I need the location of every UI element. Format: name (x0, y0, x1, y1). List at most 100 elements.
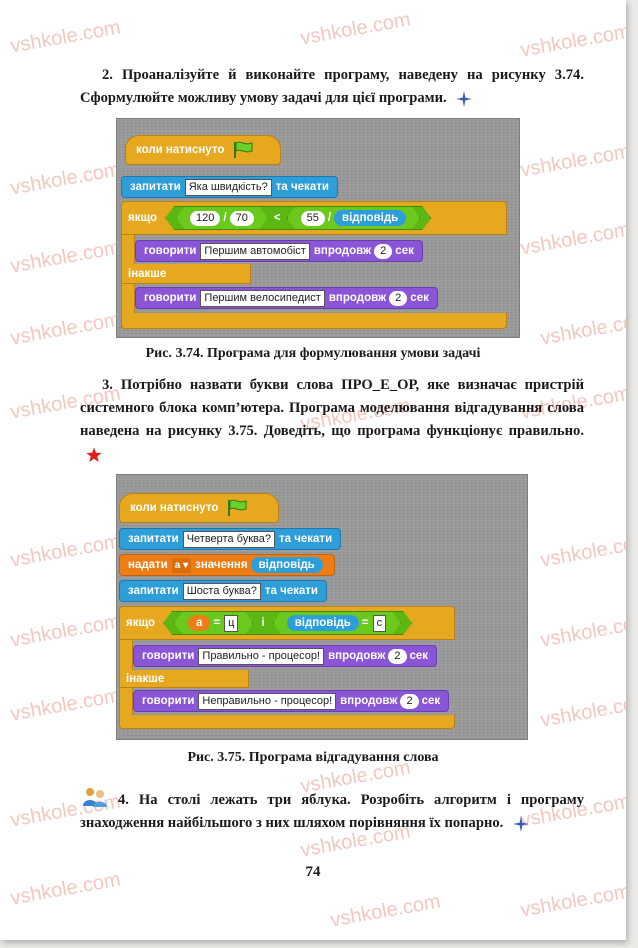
ask-label: запитати (130, 181, 181, 193)
figure-caption-3-74: Рис. 3.74. Програма для формулювання умо… (145, 346, 481, 361)
if-else-block[interactable]: якщо а = ц і відповідь = с (119, 606, 455, 640)
letter-input-2[interactable]: с (373, 615, 387, 632)
page-number: 74 (305, 864, 321, 880)
ask-text-input[interactable]: Яка швидкість? (184, 178, 272, 196)
watermark: vshkole.com (518, 140, 626, 182)
green-flag-icon (234, 141, 253, 158)
hat-label: коли натиснуто (136, 144, 225, 156)
watermark: vshkole.com (8, 16, 123, 58)
watermark: vshkole.com (518, 20, 626, 62)
letter-input-1[interactable]: ц (224, 615, 238, 632)
if-else-block[interactable]: якщо 120 / 70 < 55 / відповідь (121, 201, 507, 235)
equals-operator-2[interactable]: відповідь = с (273, 611, 401, 635)
divide-sign: / (223, 212, 227, 224)
number-70[interactable]: 70 (230, 211, 254, 226)
set-label: надати (128, 559, 168, 571)
green-flag-icon (228, 499, 247, 516)
else-bar: інакше (121, 264, 251, 284)
divide-operator-2[interactable]: 55 / відповідь (287, 206, 421, 230)
secs-input-1[interactable]: 2 (388, 648, 407, 664)
scratch-panel-fig-3-74: коли натиснуто запитати Яка швидкість? т… (116, 118, 520, 338)
less-than-operator[interactable]: 120 / 70 < 55 / відповідь (165, 206, 431, 230)
less-than-sign: < (273, 212, 281, 224)
watermark: vshkole.com (538, 690, 626, 732)
variable-reporter-a[interactable]: а (188, 615, 210, 631)
watermark: vshkole.com (298, 8, 413, 50)
and-wait-label: та чекати (275, 181, 329, 193)
say-for-secs-block-2[interactable]: говорити Неправильно - процесор! впродов… (133, 690, 450, 712)
say-text-input-2[interactable]: Неправильно - процесор! (198, 692, 337, 710)
ask-text-input-2[interactable]: Шоста буква? (182, 582, 261, 600)
when-flag-clicked-block[interactable]: коли натиснуто (119, 493, 279, 523)
for-label: впродовж (340, 695, 398, 707)
answer-reporter[interactable]: відповідь (250, 557, 323, 573)
answer-reporter[interactable]: відповідь (287, 615, 359, 631)
group-work-icon (83, 788, 107, 807)
when-flag-clicked-block[interactable]: коли натиснуто (125, 135, 281, 165)
scratch-panel-fig-3-75: коли натиснуто запитати Четверта буква? … (116, 474, 528, 740)
and-wait-label: та чекати (264, 585, 318, 597)
task-2-body: 2. Проаналізуйте й виконайте програму, н… (80, 67, 584, 106)
for-label: впродовж (328, 650, 386, 662)
secs-input-2[interactable]: 2 (389, 290, 408, 306)
watermark: vshkole.com (518, 880, 626, 922)
divide-operator-1[interactable]: 120 / 70 (176, 206, 268, 230)
watermark: vshkole.com (8, 530, 123, 572)
if-label: якщо (126, 617, 156, 629)
value-label: значення (195, 559, 248, 571)
number-55[interactable]: 55 (301, 211, 325, 226)
ask-label: запитати (128, 585, 179, 597)
for-label: впродовж (313, 245, 372, 257)
star-icon (86, 447, 102, 462)
ask-and-wait-block-2[interactable]: запитати Шоста буква? та чекати (119, 580, 327, 602)
sparkle-icon (456, 90, 473, 107)
say-for-secs-block-2[interactable]: говорити Першим велосипедист впродовж 2 … (135, 287, 438, 309)
ask-and-wait-block[interactable]: запитати Яка швидкість? та чекати (121, 176, 338, 198)
if-else-bottom (121, 313, 507, 329)
for-label: впродовж (328, 292, 387, 304)
watermark: vshkole.com (518, 218, 626, 260)
say-for-secs-block-1[interactable]: говорити Правильно - процесор! впродовж … (133, 645, 438, 667)
secs-input-1[interactable]: 2 (374, 243, 393, 259)
ask-text-input-1[interactable]: Четверта буква? (182, 530, 275, 548)
sec-label: сек (395, 245, 414, 257)
else-label: інакше (126, 672, 165, 685)
say-label: говорити (144, 292, 197, 304)
textbook-page: vshkole.com vshkole.com vshkole.com vshk… (0, 0, 626, 940)
if-label: якщо (128, 212, 158, 224)
task-3-body: 3. Потрібно назвати букви слова ПРО_Е_ОР… (80, 377, 584, 439)
say-text-input-2[interactable]: Першим велосипедист (200, 289, 325, 307)
set-variable-block[interactable]: надати а ▾ значення відповідь (119, 554, 335, 576)
sec-label: сек (421, 695, 441, 707)
task-3-text: 3. Потрібно назвати букви слова ПРО_Е_ОР… (80, 374, 584, 466)
ask-and-wait-block-1[interactable]: запитати Четверта буква? та чекати (119, 528, 342, 550)
equals-operator-1[interactable]: а = ц (174, 611, 253, 635)
and-operator[interactable]: а = ц і відповідь = с (163, 611, 412, 635)
watermark: vshkole.com (328, 890, 443, 932)
and-label: і (261, 617, 265, 629)
divide-sign: / (327, 212, 332, 224)
sec-label: сек (409, 650, 429, 662)
say-label: говорити (144, 245, 197, 257)
figure-caption-3-75: Рис. 3.75. Програма відгадування слова (187, 750, 439, 765)
sparkle-icon (512, 815, 529, 832)
if-else-bottom (119, 715, 455, 729)
task-2-text: 2. Проаналізуйте й виконайте програму, н… (80, 64, 584, 110)
variable-dropdown[interactable]: а ▾ (171, 557, 192, 573)
else-bar: інакше (119, 670, 249, 688)
secs-input-2[interactable]: 2 (400, 693, 419, 709)
say-text-input-1[interactable]: Першим автомобіст (200, 242, 310, 260)
answer-reporter[interactable]: відповідь (334, 210, 406, 226)
say-for-secs-block-1[interactable]: говорити Першим автомобіст впродовж 2 се… (135, 240, 423, 262)
ask-label: запитати (128, 533, 179, 545)
sec-label: сек (410, 292, 429, 304)
watermark: vshkole.com (8, 308, 123, 350)
say-text-input-1[interactable]: Правильно - процесор! (198, 647, 325, 665)
equals-sign: = (213, 617, 221, 629)
say-label: говорити (142, 695, 195, 707)
watermark: vshkole.com (8, 158, 123, 200)
and-wait-label: та чекати (278, 533, 333, 545)
task-4-body: 4. На столі лежать три яблука. Розробіть… (80, 792, 584, 831)
watermark: vshkole.com (538, 308, 626, 350)
number-120[interactable]: 120 (190, 211, 220, 226)
